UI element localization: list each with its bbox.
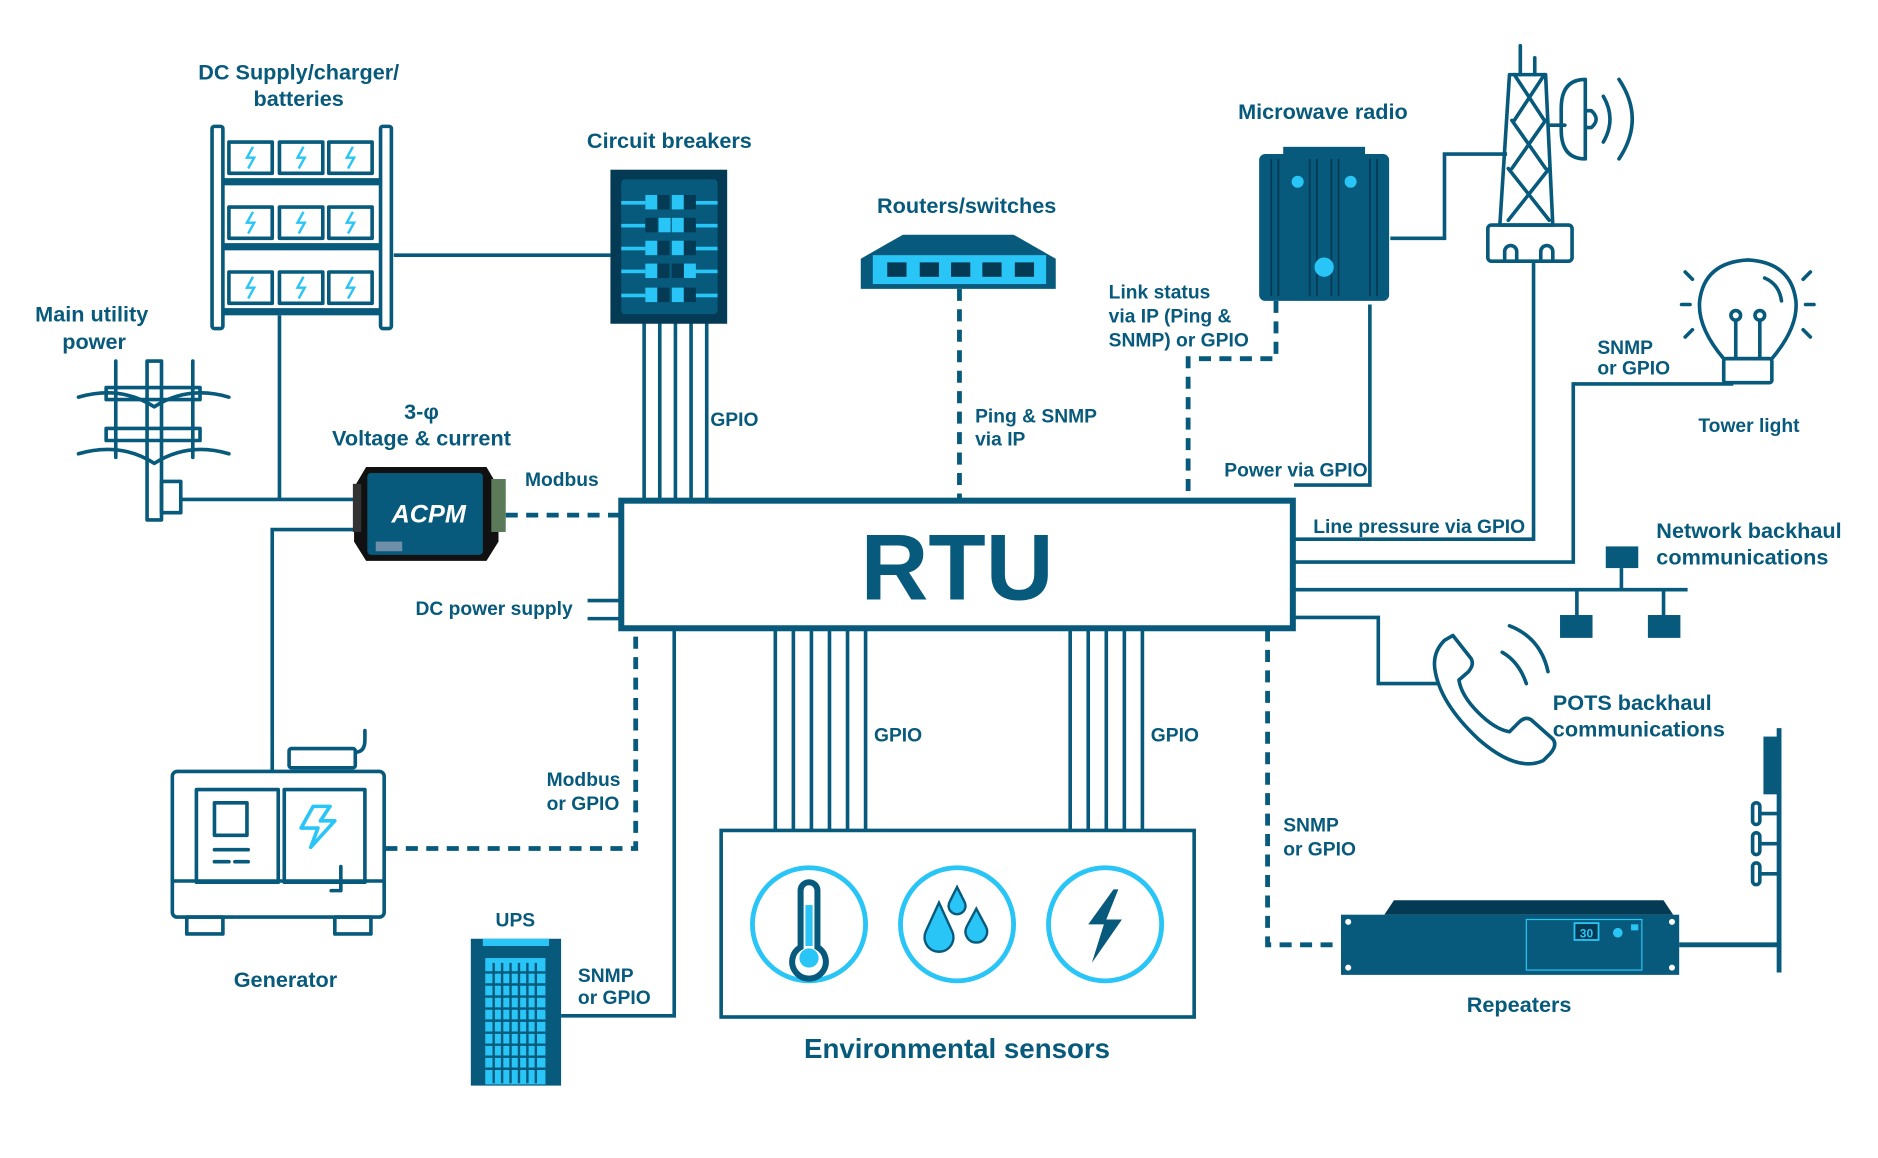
env-gpio-bundle-right [1068, 629, 1145, 831]
humidity-icon [898, 865, 1017, 984]
microwave-radio-icon [1259, 146, 1390, 301]
link-status-label-1: Link status [1109, 282, 1211, 303]
microwave-link-status-link [1185, 300, 1279, 499]
light-bulb-icon [1679, 258, 1816, 385]
radio-tower-icon [1486, 43, 1635, 263]
network-topology-icon [1560, 546, 1681, 638]
repeater-icon: 30 [1340, 900, 1680, 975]
repeater-conn-1: SNMP [1283, 816, 1339, 837]
generator-icon [170, 728, 386, 936]
routers-node[interactable]: Routers/switches Ping & SNMP via IP [860, 193, 1097, 450]
network-switch-icon [860, 234, 1056, 289]
acpm-modbus-label: Modbus [525, 470, 599, 491]
breaker-panel-icon [610, 169, 728, 324]
breaker-gpio-bundle [642, 322, 709, 499]
main-utility-node[interactable]: Main utility power [35, 301, 231, 522]
link-status-label-2: via IP (Ping & [1109, 307, 1232, 328]
pots-backhaul-link [1294, 615, 1439, 686]
rtu-box[interactable]: RTU [618, 497, 1296, 632]
generator-conn-1: Modbus [547, 770, 621, 791]
tower-light-node[interactable]: Tower light SNMP or GPIO [1597, 258, 1816, 437]
microwave-tower-link [1390, 152, 1508, 241]
tower-node[interactable] [1486, 43, 1635, 263]
breakers-title: Circuit breakers [587, 128, 752, 153]
link-status-label-3: SNMP) or GPIO [1109, 331, 1249, 352]
connection-lines [180, 152, 1734, 1018]
routers-title: Routers/switches [877, 193, 1056, 218]
env-gpio-left-label: GPIO [874, 725, 922, 746]
env-sensors-title: Environmental sensors [804, 1033, 1110, 1064]
utility-title-1: Main utility [35, 301, 148, 326]
power-gpio-label: Power via GPIO [1224, 461, 1367, 482]
thermometer-icon [750, 865, 868, 984]
acpm-title-1: 3-φ [404, 399, 439, 424]
line-pressure-link [1294, 262, 1536, 541]
microwave-title: Microwave radio [1238, 99, 1408, 124]
microwave-power-link [1294, 304, 1372, 487]
generator-modbus-link [385, 629, 639, 851]
line-pressure-label: Line pressure via GPIO [1313, 517, 1525, 538]
repeaters-title: Repeaters [1467, 992, 1572, 1017]
tower-light-link [1294, 382, 1734, 564]
ups-link [561, 629, 677, 1018]
ups-node[interactable]: UPS SNMP or GPIO [470, 911, 651, 1086]
utility-title-2: power [62, 329, 126, 354]
power-icon [1046, 865, 1165, 984]
pots-backhaul-node[interactable]: POTS backhaul communications [1432, 624, 1725, 766]
battery-rack-icon [210, 124, 394, 331]
acpm-node[interactable]: 3-φ Voltage & current ACPM Modbus [332, 399, 599, 561]
repeater-conn-2: or GPIO [1283, 840, 1356, 861]
network-backhaul-title-1: Network backhaul [1656, 518, 1841, 543]
tower-light-title: Tower light [1698, 416, 1800, 437]
tower-light-conn-1: SNMP [1597, 338, 1653, 359]
rtu-label: RTU [861, 514, 1054, 619]
circuit-breakers-node[interactable]: Circuit breakers [587, 128, 759, 431]
repeater-display: 30 [1580, 927, 1594, 941]
pots-title-1: POTS backhaul [1553, 690, 1712, 715]
pots-title-2: communications [1553, 717, 1725, 742]
network-backhaul-node[interactable]: Network backhaul communications [1560, 518, 1842, 638]
ups-conn-2: or GPIO [578, 988, 651, 1009]
generator-node[interactable]: Generator Modbus or GPIO [170, 728, 621, 992]
ups-title: UPS [496, 911, 536, 932]
dc-supply-title-1: DC Supply/charger/ [198, 59, 399, 84]
repeaters-node[interactable]: SNMP or GPIO 30 Repeaters [1283, 728, 1782, 1017]
dc-power-label: DC power supply [415, 599, 573, 620]
ups-icon [470, 938, 562, 1086]
phone-icon [1432, 624, 1557, 766]
dc-supply-title-2: batteries [254, 86, 344, 111]
utility-pole-icon [76, 359, 231, 522]
antenna-mast-icon [1679, 728, 1782, 973]
dc-supply-node[interactable]: DC Supply/charger/ batteries [198, 59, 399, 331]
acpm-device-label: ACPM [390, 500, 466, 528]
routers-conn-label-2: via IP [975, 429, 1025, 450]
ups-conn-1: SNMP [578, 966, 634, 987]
generator-conn-2: or GPIO [547, 794, 620, 815]
acpm-title-2: Voltage & current [332, 425, 511, 450]
microwave-node[interactable]: Microwave radio Link status via IP (Ping… [1109, 99, 1408, 481]
power-monitor-icon: ACPM [352, 466, 506, 561]
generator-title: Generator [234, 967, 338, 992]
env-gpio-right-label: GPIO [1151, 725, 1199, 746]
repeater-snmp-link [1265, 629, 1341, 948]
acpm-generator-link [270, 527, 356, 771]
env-sensors-node[interactable]: Environmental sensors [719, 828, 1196, 1064]
routers-conn-label-1: Ping & SNMP [975, 406, 1097, 427]
env-gpio-bundle-left [773, 629, 868, 831]
network-backhaul-title-2: communications [1656, 544, 1828, 569]
breakers-gpio-label: GPIO [710, 410, 758, 431]
tower-light-conn-2: or GPIO [1597, 358, 1670, 379]
